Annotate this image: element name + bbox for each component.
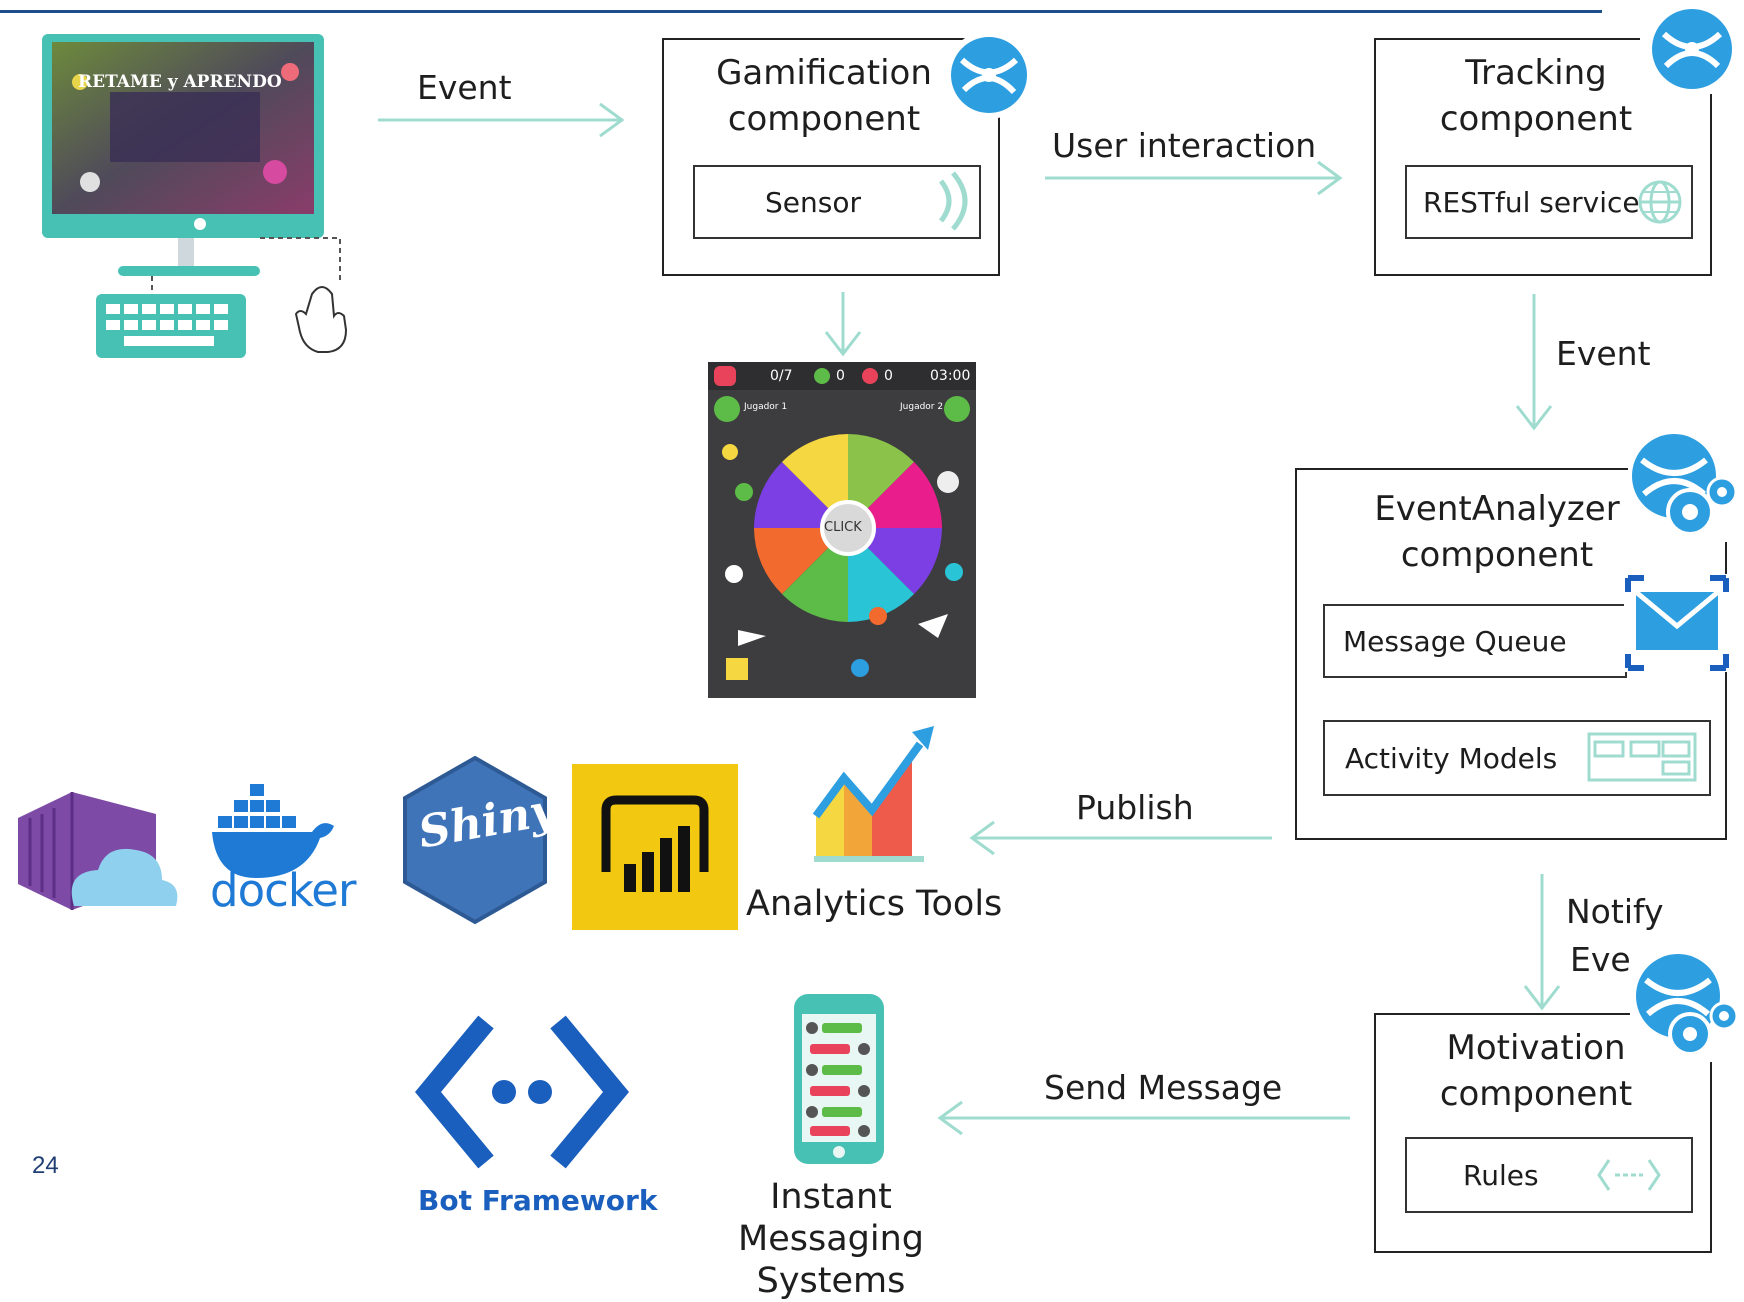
game-decorations <box>722 444 963 680</box>
motivation-title-line2: component <box>1439 1074 1633 1114</box>
game-timer: 03:00 <box>930 368 971 384</box>
eventanalyzer-title-line1: EventAnalyzer <box>1374 489 1620 529</box>
tracking-title-line2: component <box>1439 99 1633 139</box>
gamification-title-line1: Gamification <box>716 53 932 93</box>
rules-box: Rules <box>1405 1137 1693 1213</box>
connector-arrows <box>378 102 1660 1136</box>
edge-label-send-message: Send Message <box>1044 1068 1283 1107</box>
tracking-title-line1: Tracking <box>1465 53 1607 93</box>
game-wrong-count: 0 <box>884 368 893 384</box>
mail-queue-icon <box>1624 574 1730 672</box>
restful-service-box: RESTful service <box>1405 165 1693 239</box>
instant-messaging-line1: Instant Messaging <box>738 1177 924 1259</box>
computer-illustration: RETAME y APRENDO <box>40 32 370 362</box>
docker-whale-icon <box>212 784 334 878</box>
tracking-component: Tracking component RESTful service <box>1374 38 1712 276</box>
mobile-chat-icon <box>794 994 884 1164</box>
sensor-signal-icon <box>938 171 968 231</box>
azure-service-icon-tracking <box>1640 4 1736 94</box>
eventanalyzer-title-line2: component <box>1400 535 1594 575</box>
sensor-label: Sensor <box>765 185 861 219</box>
analytics-tools-label: Analytics Tools <box>746 884 1003 924</box>
azure-service-icon <box>945 31 1033 119</box>
rules-label: Rules <box>1463 1158 1539 1192</box>
edge-label-notify: Notify <box>1566 892 1664 931</box>
edge-label-event-right: Event <box>1556 334 1651 373</box>
sensor-box: Sensor <box>693 165 981 239</box>
activity-models-label: Activity Models <box>1345 741 1558 775</box>
activity-diagram-icon <box>1587 732 1697 782</box>
player1-avatar <box>714 396 740 422</box>
docker-label: docker <box>210 864 356 917</box>
bot-framework-icon <box>415 1015 629 1169</box>
monitor-icon <box>42 34 348 358</box>
poster-title: RETAME y APRENDO <box>78 72 282 92</box>
top-rule <box>0 10 1602 13</box>
message-queue-box: Message Queue <box>1323 604 1627 678</box>
player1-label: Jugador 1 <box>744 402 788 412</box>
heart-icon <box>714 366 736 386</box>
azure-gear-icon-motivation <box>1630 950 1740 1062</box>
globe-icon <box>1638 180 1682 224</box>
azure-gear-icon <box>1628 430 1738 542</box>
restful-service-label: RESTful service <box>1423 185 1640 219</box>
analytics-chart-icon <box>812 726 934 862</box>
check-icon <box>814 368 830 384</box>
message-queue-label: Message Queue <box>1343 624 1567 658</box>
instant-messaging-label: Instant Messaging Systems <box>676 1176 986 1302</box>
powerbi-icon <box>572 764 738 930</box>
player2-label: Jugador 2 <box>900 402 944 412</box>
bot-framework-label: Bot Framework <box>418 1184 658 1217</box>
game-score: 0/7 <box>770 368 793 384</box>
game-right-count: 0 <box>836 368 845 384</box>
azure-container-icon <box>18 792 178 910</box>
edge-label-publish: Publish <box>1076 788 1194 827</box>
game-screenshot: 0/7 0 0 03:00 Jugador 1 Jugador 2 CLICK <box>708 362 976 698</box>
edge-label-eve: Eve <box>1570 940 1631 979</box>
spin-center-label[interactable]: CLICK <box>824 520 862 535</box>
eventanalyzer-component: EventAnalyzer component Message Queue Ac… <box>1295 468 1727 840</box>
page-number: 24 <box>32 1152 59 1179</box>
edge-label-event: Event <box>417 68 512 107</box>
edge-label-user-interaction: User interaction <box>1052 126 1317 165</box>
player2-avatar <box>944 396 970 422</box>
gamification-title-line2: component <box>727 99 921 139</box>
spin-wheel[interactable] <box>748 428 948 628</box>
cross-icon <box>862 368 878 384</box>
motivation-title-line1: Motivation <box>1446 1028 1626 1068</box>
instant-messaging-line2: Systems <box>756 1261 906 1301</box>
game-topbar <box>708 362 976 390</box>
shiny-hex-icon <box>403 755 547 925</box>
rules-code-icon <box>1597 1159 1661 1191</box>
activity-models-box: Activity Models <box>1323 720 1711 796</box>
gamification-component: Gamification component Sensor <box>662 38 1000 276</box>
